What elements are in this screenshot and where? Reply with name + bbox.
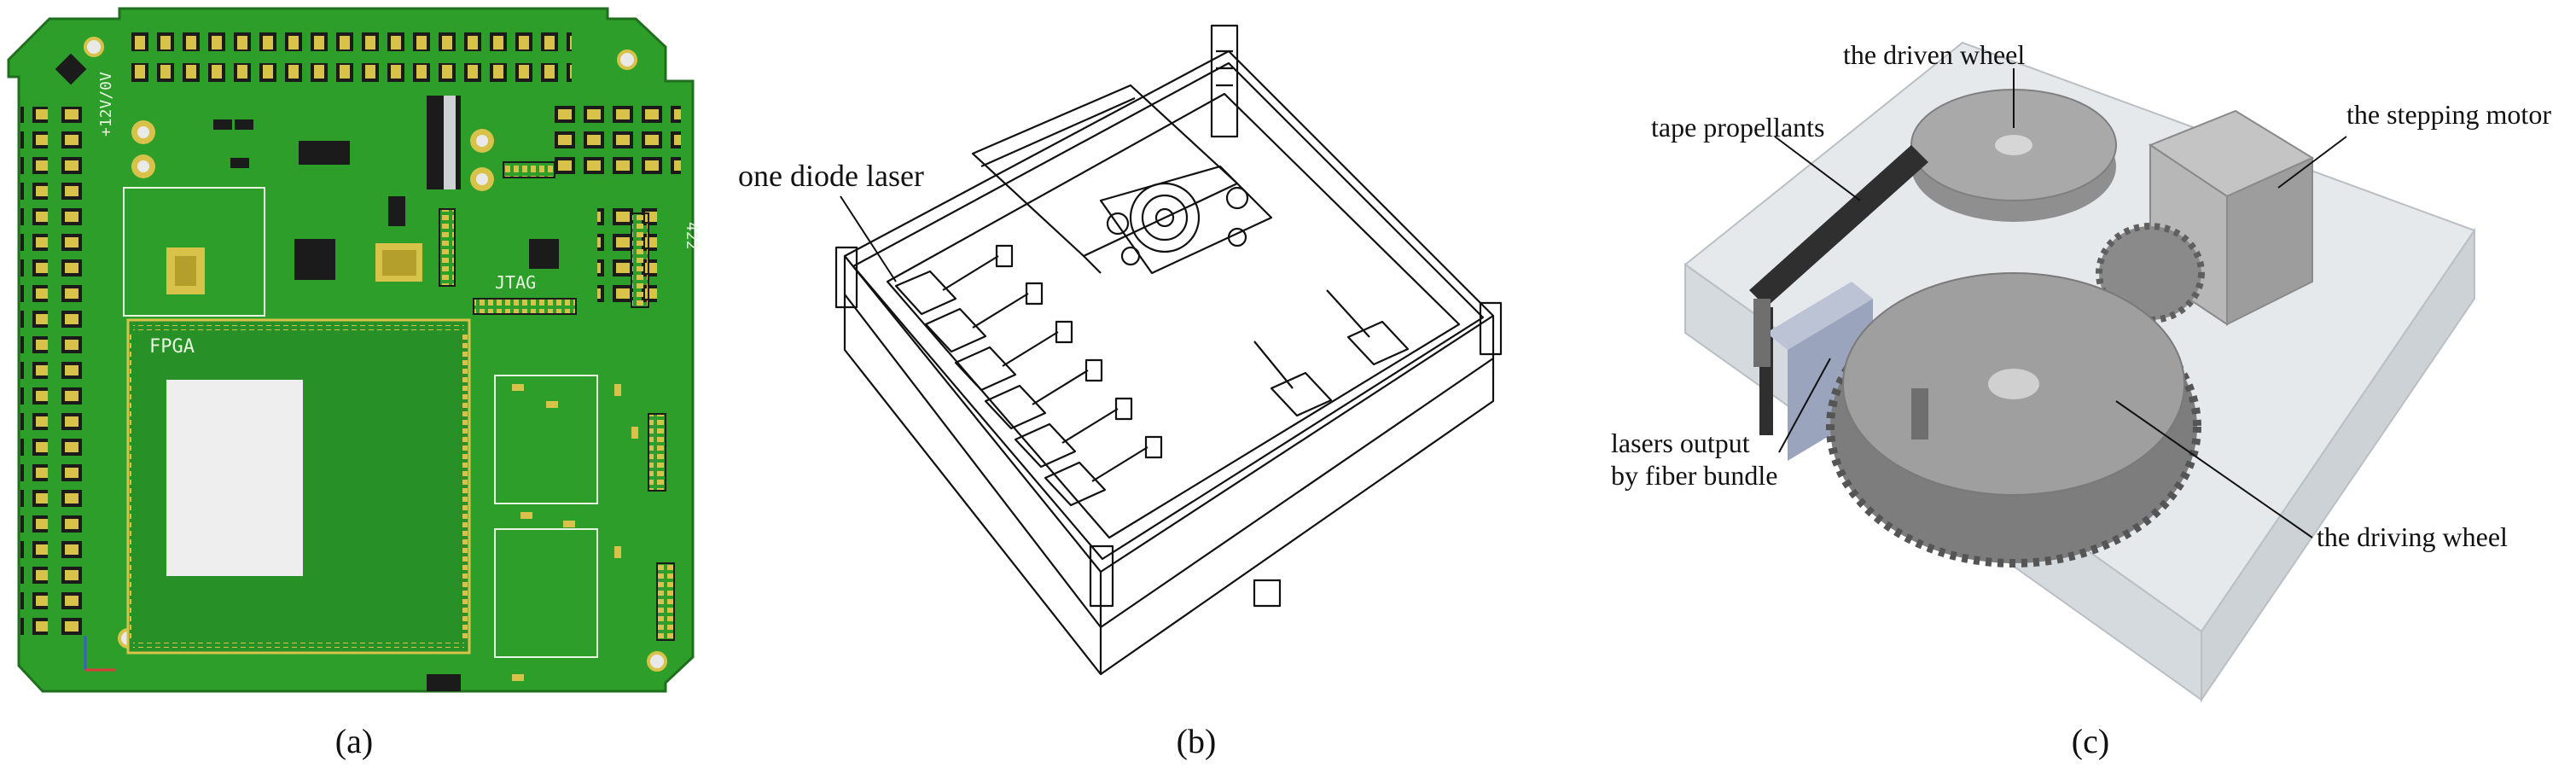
pcb-text-jtag: JTAG bbox=[495, 272, 536, 293]
panel-a-pcb: FPGA JTAG +12V/0V 422 (a) bbox=[0, 0, 708, 776]
callout-tape-propellants: tape propellants bbox=[1651, 112, 1824, 143]
panel-b-line-drawing: one diode laser (b) bbox=[725, 0, 1579, 776]
pcb-text-voltage: +12V/0V bbox=[97, 72, 115, 137]
fpga-die-window bbox=[166, 380, 303, 576]
pcb-board-image: FPGA JTAG +12V/0V 422 bbox=[7, 7, 701, 693]
callout-driven-wheel: the driven wheel bbox=[1843, 39, 2025, 70]
caption-b: (b) bbox=[1176, 722, 1217, 760]
callout-leader bbox=[840, 195, 897, 282]
pcb-text-422: 422 bbox=[683, 222, 701, 250]
panel-c-render: the driven wheel the stepping motor tape… bbox=[1604, 0, 2576, 776]
callout-one-diode-laser: one diode laser bbox=[738, 159, 924, 193]
caption-a: (a) bbox=[334, 722, 374, 760]
diode-laser-row bbox=[894, 244, 1163, 507]
callout-stepping-motor: the stepping motor bbox=[2346, 99, 2551, 130]
wheel-assembly-render: the driven wheel the stepping motor tape… bbox=[1611, 39, 2551, 703]
callout-driving-wheel: the driving wheel bbox=[2317, 521, 2508, 552]
laser-box-drawing: one diode laser bbox=[738, 24, 1503, 676]
callout-lasers-output-2: by fiber bundle bbox=[1611, 460, 1778, 491]
callout-lasers-output-1: lasers output bbox=[1611, 428, 1750, 458]
pcb-text-fpga: FPGA bbox=[149, 336, 195, 358]
caption-c: (c) bbox=[2071, 722, 2110, 760]
